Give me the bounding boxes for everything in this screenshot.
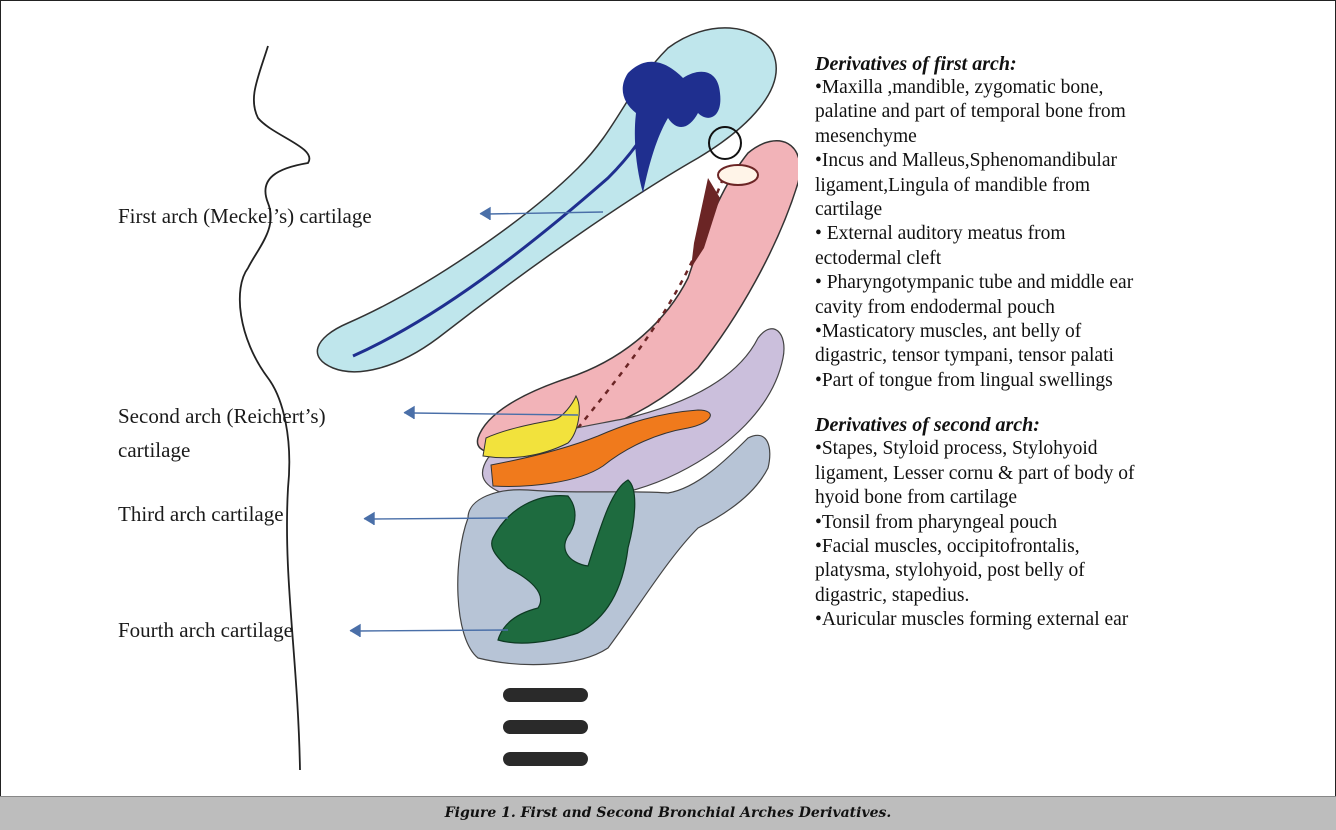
second-arch-item: platysma, stylohyoid, post belly of — [815, 559, 1245, 583]
label-second-arch-line1: Second arch (Reichert’s) — [118, 402, 326, 430]
label-second-arch-line2: cartilage — [118, 436, 190, 464]
derivatives-text: Derivatives of first arch: •Maxilla ,man… — [815, 52, 1245, 633]
second-arch-item: •Tonsil from pharyngeal pouch — [815, 511, 1245, 535]
first-arch-item: •Maxilla ,mandible, zygomatic bone, — [815, 76, 1245, 100]
first-arch-item: cartilage — [815, 198, 1245, 222]
first-arch-item: •Incus and Malleus,Sphenomandibular — [815, 149, 1245, 173]
first-arch-item: ectodermal cleft — [815, 247, 1245, 271]
first-arch-item: palatine and part of temporal bone from — [815, 100, 1245, 124]
second-arch-item: •Auricular muscles forming external ear — [815, 608, 1245, 632]
second-arch-item: •Facial muscles, occipitofrontalis, — [815, 535, 1245, 559]
trachea-ring-1 — [503, 688, 588, 702]
first-arch-item: •Part of tongue from lingual swellings — [815, 369, 1245, 393]
first-arch-item: digastric, tensor tympani, tensor palati — [815, 344, 1245, 368]
first-arch-item: cavity from endodermal pouch — [815, 296, 1245, 320]
first-arch-item: • Pharyngotympanic tube and middle ear — [815, 271, 1245, 295]
figure-caption: Figure 1. First and Second Bronchial Arc… — [0, 796, 1336, 830]
trachea-ring-3 — [503, 752, 588, 766]
first-arch-item: ligament,Lingula of mandible from — [815, 174, 1245, 198]
first-arch-item: • External auditory meatus from — [815, 222, 1245, 246]
trachea-ring-2 — [503, 720, 588, 734]
second-arch-item: •Stapes, Styloid process, Stylohyoid — [815, 437, 1245, 461]
second-arch-item: digastric, stapedius. — [815, 584, 1245, 608]
first-arch-heading: Derivatives of first arch: — [815, 52, 1245, 76]
second-arch-item: hyoid bone from cartilage — [815, 486, 1245, 510]
arch-drawing — [108, 18, 798, 782]
label-fourth-arch: Fourth arch cartilage — [118, 616, 293, 644]
second-arch-heading: Derivatives of second arch: — [815, 413, 1245, 437]
section-gap — [815, 393, 1245, 413]
label-first-arch: First arch (Meckel’s) cartilage — [118, 202, 372, 230]
label-third-arch: Third arch cartilage — [118, 500, 284, 528]
second-arch-item: ligament, Lesser cornu & part of body of — [815, 462, 1245, 486]
first-arch-item: mesenchyme — [815, 125, 1245, 149]
first-arch-item: •Masticatory muscles, ant belly of — [815, 320, 1245, 344]
